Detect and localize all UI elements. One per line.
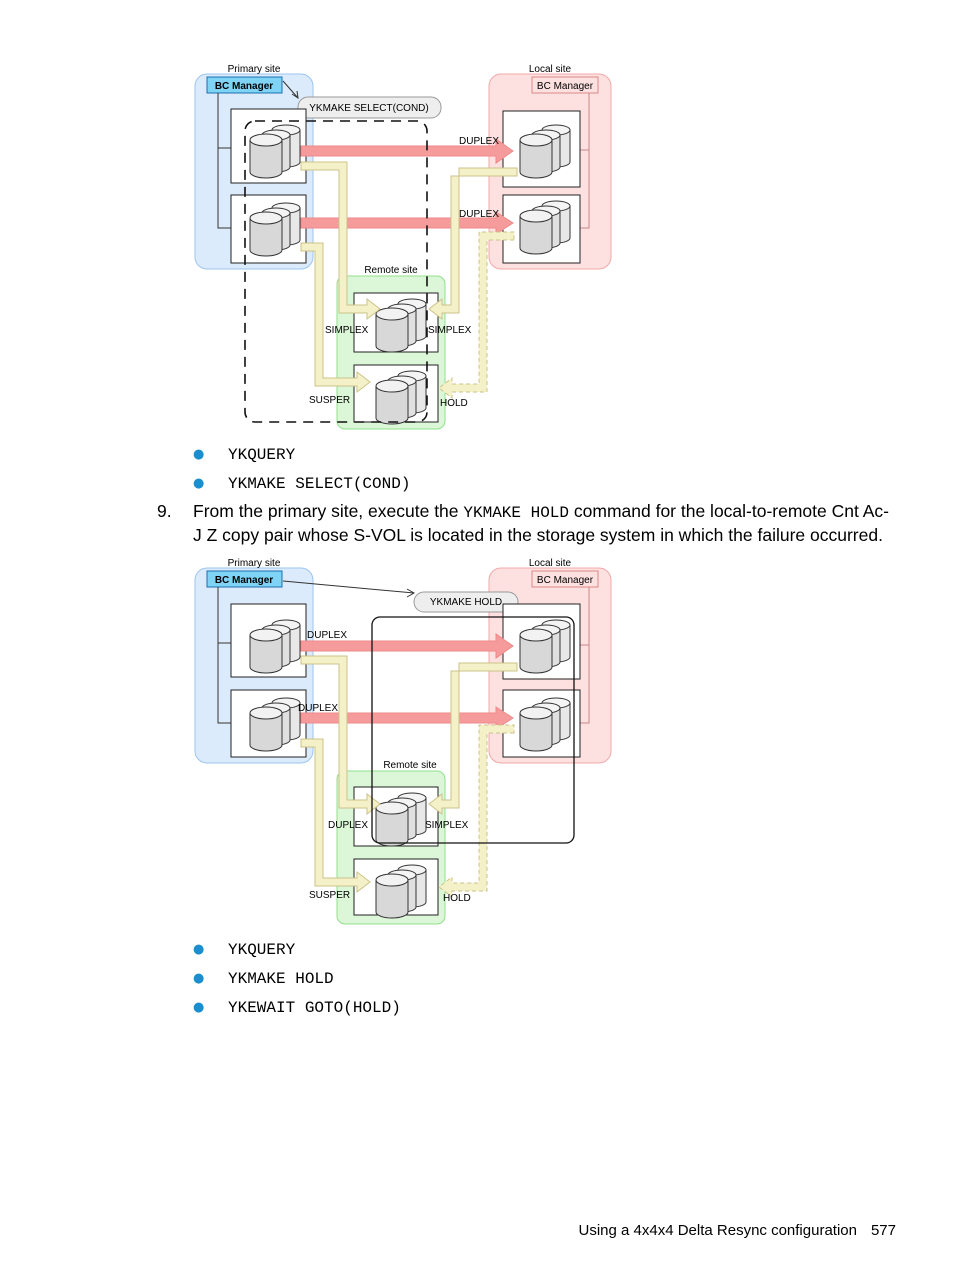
duplex-top-label: DUPLEX <box>459 136 499 147</box>
bc-manager-local-box <box>531 76 599 94</box>
page-number: 577 <box>870 1222 896 1239</box>
bc-manager-primary-label: BC Manager <box>215 81 273 92</box>
command-bubble <box>413 591 519 613</box>
step-number: 9. <box>157 501 172 521</box>
duplex-bottom-label: DUPLEX <box>459 209 499 220</box>
diagram-ykmake-hold: Primary site Local site Remote site BC M… <box>0 555 954 940</box>
primary-site-label: Primary site <box>228 64 281 75</box>
command-list-2: ●YKQUERY ●YKMAKE HOLD ●YKEWAIT GOTO(HOLD… <box>190 940 401 1027</box>
list-item: ●YKMAKE HOLD <box>193 970 334 988</box>
susper-arrow <box>300 242 371 394</box>
duplex-arrow-top <box>300 138 514 164</box>
diagram1-svg: Primary site Local site Remote site BC M… <box>194 64 612 430</box>
page-footer: Using a 4x4x4 Delta Resync configuration… <box>578 1222 896 1239</box>
diagram2-svg: Primary site Local site Remote site BC M… <box>194 558 612 925</box>
bc-manager-primary-label: BC Manager <box>215 575 273 586</box>
simplex-right-label: SIMPLEX <box>425 820 469 831</box>
list-item: ●YKMAKE SELECT(COND) <box>193 475 411 493</box>
duplex-bottom-label: DUPLEX <box>298 703 338 714</box>
list-item: ●YKQUERY <box>193 446 296 464</box>
list-item: ●YKEWAIT GOTO(HOLD) <box>193 999 401 1017</box>
primary-site-label: Primary site <box>228 558 281 569</box>
duplex-left-label: DUPLEX <box>328 820 368 831</box>
remote-site-label: Remote site <box>383 760 437 771</box>
simplex-left-label: SIMPLEX <box>325 325 369 336</box>
simplex-arrow-right <box>428 662 518 816</box>
duplex-arrow-top <box>300 633 514 659</box>
hold-arrow <box>438 724 515 899</box>
bc-manager-primary-box <box>206 76 283 94</box>
step-9: 9. From the primary site, execute the YK… <box>157 500 897 546</box>
command-label: YKMAKE HOLD <box>430 597 502 608</box>
hold-label: HOLD <box>443 893 471 904</box>
local-site-label: Local site <box>529 64 572 75</box>
list-item: ●YKQUERY <box>193 941 296 959</box>
duplex-arrow-bottom <box>300 706 514 730</box>
duplex-arrow-bottom <box>300 211 514 235</box>
step-text: From the primary site, execute the YKMAK… <box>193 501 889 545</box>
local-site-label: Local site <box>529 558 572 569</box>
hold-arrow <box>438 231 515 400</box>
bc-manager-local-label: BC Manager <box>537 575 594 586</box>
bc-manager-local-label: BC Manager <box>537 81 594 92</box>
command-label: YKMAKE SELECT(COND) <box>309 103 428 114</box>
susper-arrow <box>300 738 371 894</box>
selection-outline <box>371 616 575 844</box>
remote-site-label: Remote site <box>364 265 418 276</box>
command-list-1: ●YKQUERY ●YKMAKE SELECT(COND) <box>190 445 410 503</box>
duplex-arrow-left <box>300 655 381 816</box>
susper-label: SUSPER <box>309 395 350 406</box>
simplex-arrow-right <box>428 167 518 321</box>
simplex-arrow-left <box>300 161 381 321</box>
hold-label: HOLD <box>440 398 468 409</box>
bc-manager-local-box <box>531 570 599 588</box>
simplex-right-label: SIMPLEX <box>428 325 472 336</box>
bc-manager-primary-box <box>206 570 283 588</box>
duplex-top-label: DUPLEX <box>307 630 347 641</box>
susper-label: SUSPER <box>309 890 350 901</box>
command-bubble <box>297 96 442 119</box>
footer-title: Using a 4x4x4 Delta Resync configuration <box>578 1222 857 1239</box>
diagram-select-cond: Primary site Local site Remote site BC M… <box>0 0 954 440</box>
